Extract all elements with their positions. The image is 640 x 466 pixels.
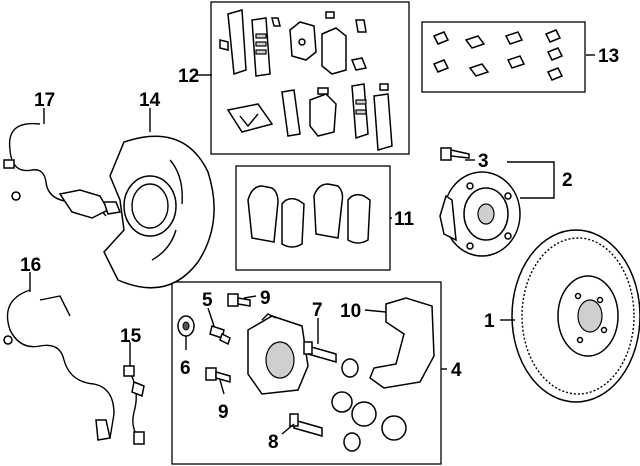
callout-1: 1 <box>484 311 495 332</box>
callout-15: 15 <box>120 326 142 347</box>
guide-pin-lower <box>289 413 323 437</box>
speed-sensor <box>123 365 145 445</box>
leader-lines <box>29 54 595 435</box>
box-caliper <box>171 281 442 465</box>
callout-13: 13 <box>598 46 619 67</box>
callout-14: 14 <box>139 90 161 111</box>
dust-shield <box>103 135 215 289</box>
brake-pad-set <box>247 183 371 248</box>
caliper-clips <box>432 29 564 81</box>
caliper-bolt-lower <box>205 367 231 383</box>
callout-10: 10 <box>340 301 361 322</box>
pin-boots <box>331 358 407 452</box>
lower-abs-sensor-harness <box>3 289 115 441</box>
caliper-bracket <box>369 297 435 389</box>
callout-11: 11 <box>394 209 415 230</box>
upper-abs-sensor <box>3 122 122 219</box>
callout-12: 12 <box>178 66 199 87</box>
callout-6: 6 <box>180 358 191 379</box>
callout-16: 16 <box>20 255 41 276</box>
callout-7: 7 <box>312 300 323 321</box>
pad-hardware-shims <box>219 9 393 151</box>
box-pad-hardware <box>210 1 410 155</box>
brake-rotor <box>511 229 640 403</box>
caliper-bolt-upper <box>227 293 251 307</box>
callout-17: 17 <box>34 90 55 111</box>
callout-4: 4 <box>451 360 462 381</box>
hub-bolt <box>440 147 470 161</box>
callout-3: 3 <box>478 151 489 172</box>
callout-5: 5 <box>202 290 213 311</box>
callout-2: 2 <box>562 170 573 191</box>
callout-9-upper: 9 <box>260 288 271 309</box>
bleeder-screw <box>209 325 231 346</box>
box-clips <box>421 21 586 93</box>
guide-pin-upper <box>303 341 337 363</box>
bleeder-cap <box>177 315 195 337</box>
callout-8: 8 <box>268 432 279 453</box>
callout-9-lower: 9 <box>218 402 229 423</box>
caliper-housing <box>247 313 309 395</box>
wheel-hub <box>439 171 521 257</box>
